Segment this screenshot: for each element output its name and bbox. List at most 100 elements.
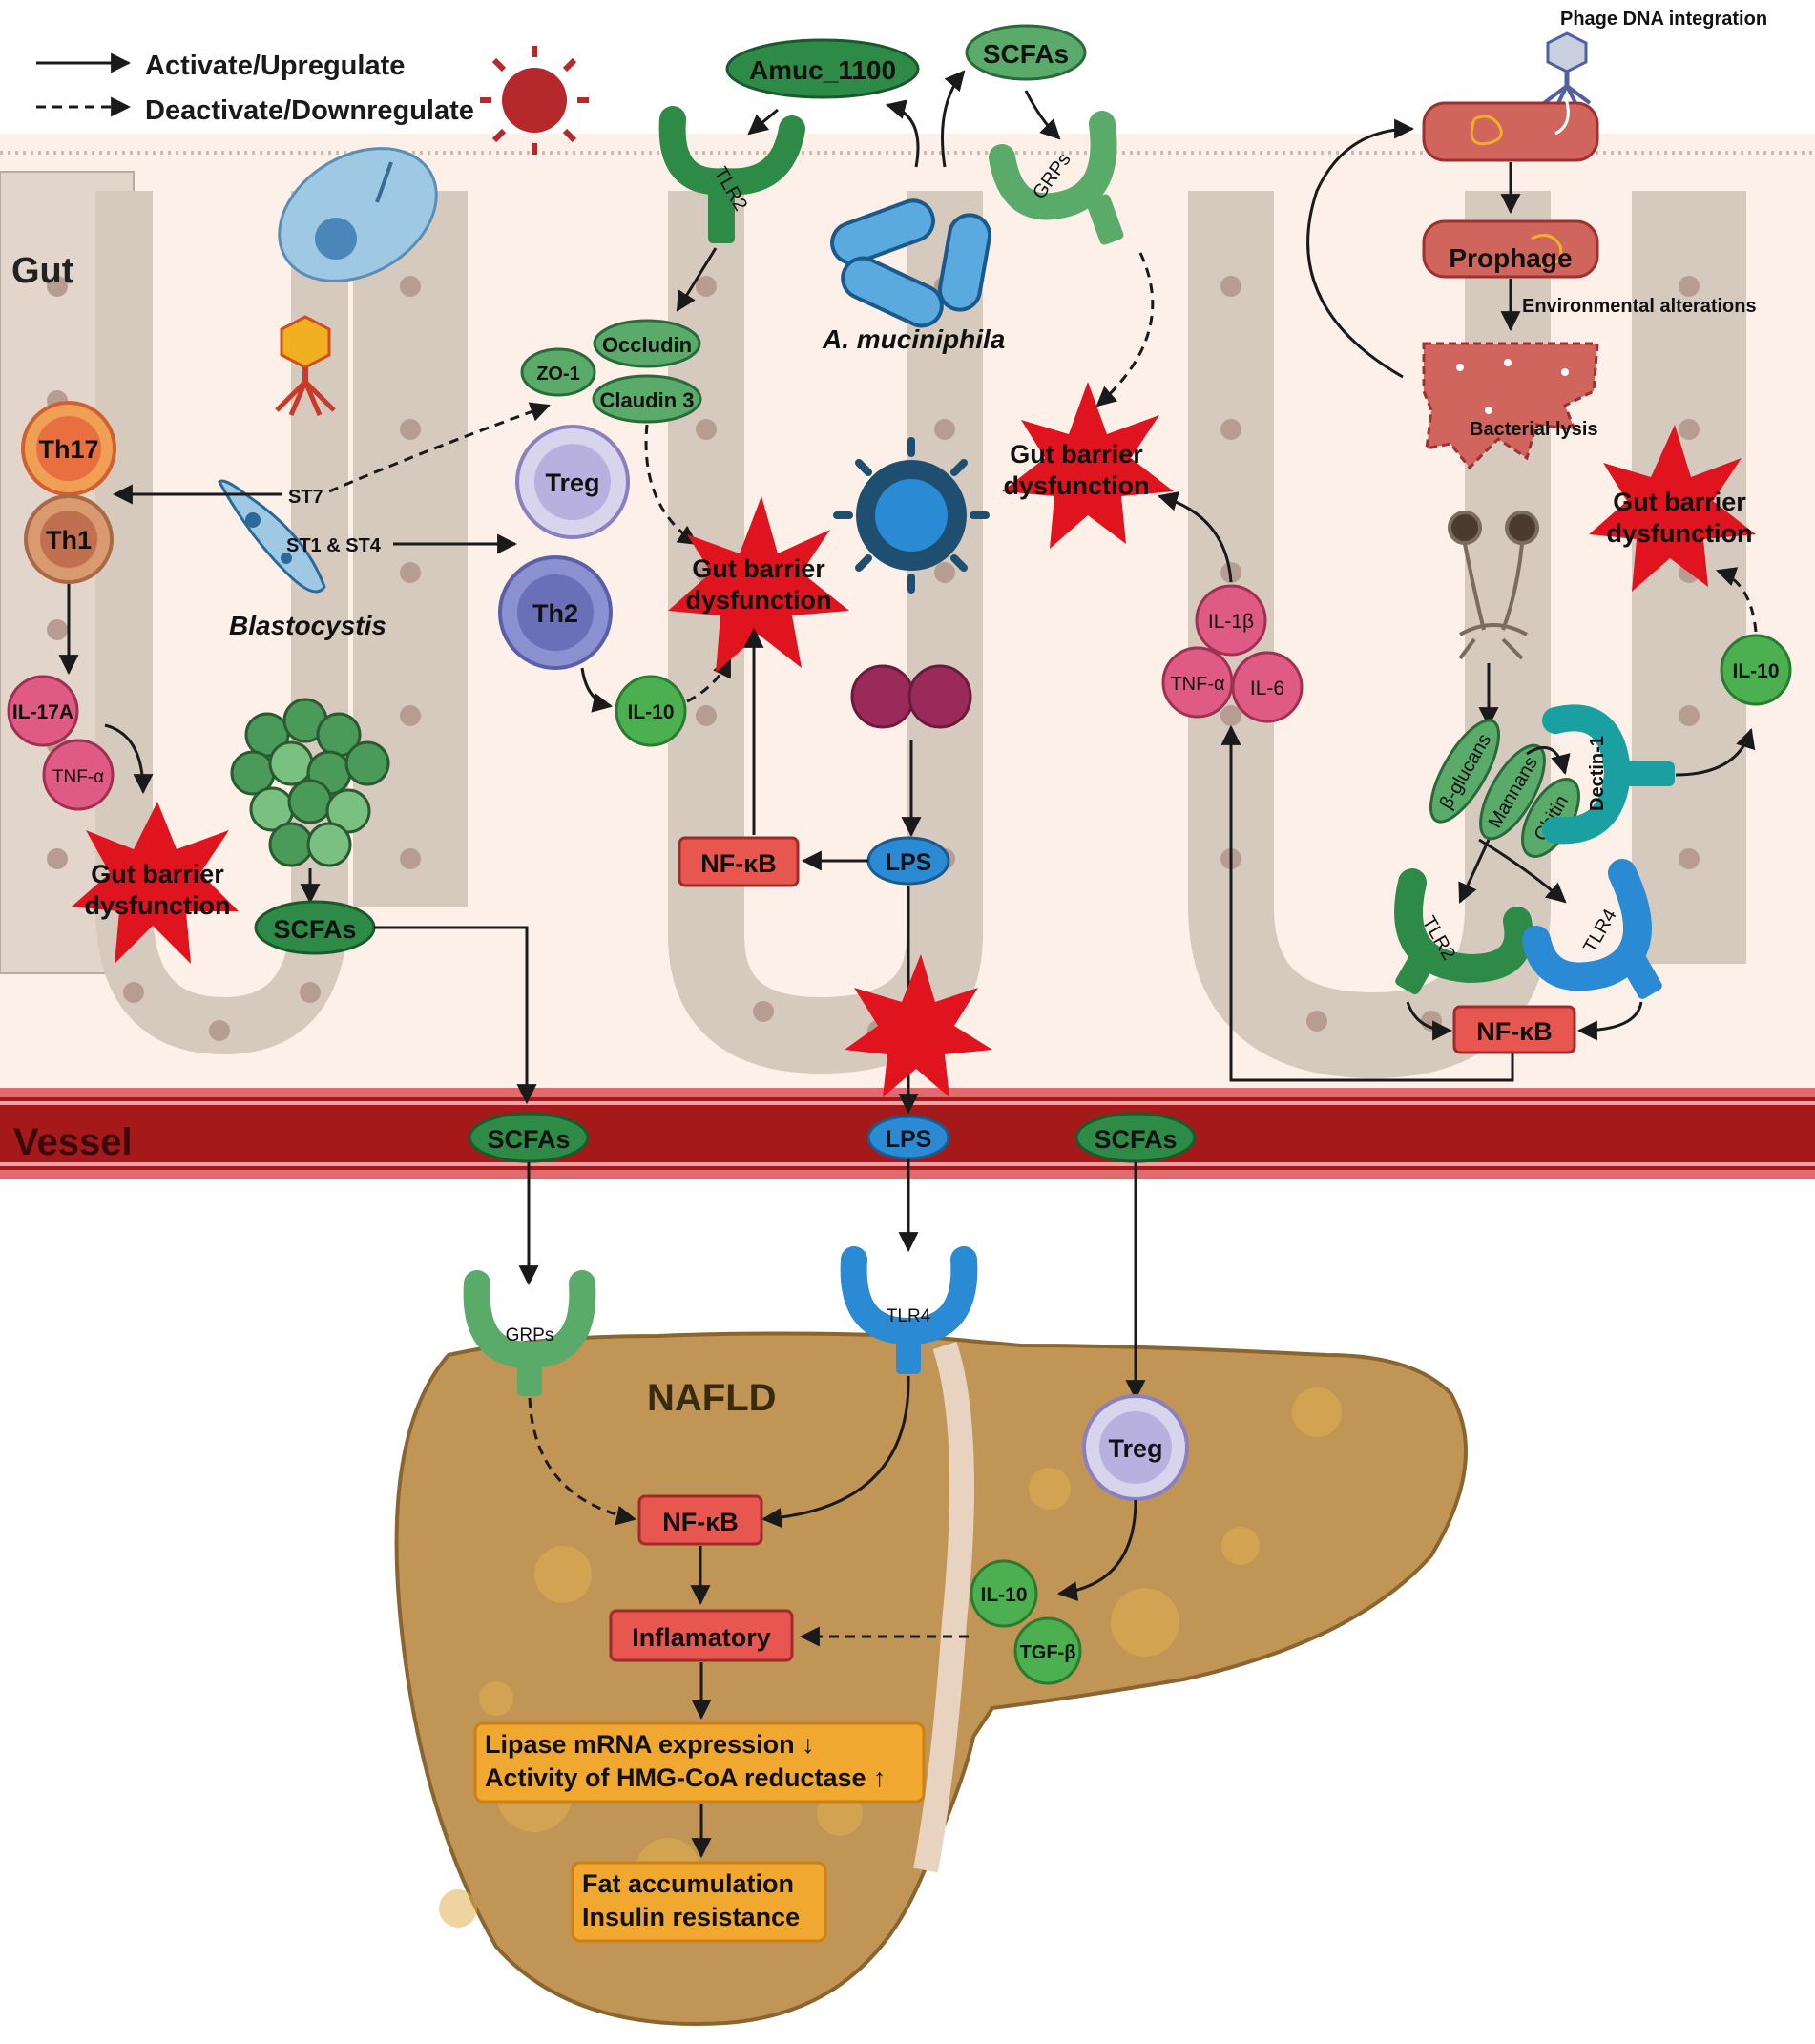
il10-liver-circle: IL-10	[970, 1559, 1038, 1628]
il1b-label: IL-1β	[1208, 611, 1254, 633]
inflammatory-box: Inflamatory	[609, 1609, 794, 1662]
barrier-right-line1: Gut barrier	[1613, 488, 1746, 516]
th17-label: Th17	[38, 435, 98, 464]
tnfa-left-circle: TNF-α	[42, 739, 115, 811]
arrow-cytokines-to-barrier-cr	[1157, 491, 1233, 583]
fungi-icon	[1448, 511, 1539, 660]
arrow-dectin-to-il10	[1675, 727, 1756, 777]
liver	[394, 1331, 1468, 2026]
tnfa-right-circle: TNF-α	[1161, 646, 1234, 719]
claudin3-ellipse: Claudin 3	[592, 374, 702, 424]
legend-deactivate-label: Deactivate/Downregulate	[145, 95, 474, 126]
scfas-top-ellipse: SCFAs	[965, 24, 1087, 81]
nfkb-right-label: NF-κB	[1476, 1017, 1553, 1046]
gut-label: Gut	[11, 251, 74, 291]
arrow-cytokines-to-barrier-left	[104, 723, 154, 795]
occludin-ellipse: Occludin	[593, 319, 701, 368]
dectin1-label: Dectin-1	[1587, 736, 1608, 811]
arrow-claudin-to-barrier	[644, 424, 699, 546]
scfas-vessel-right-label: SCFAs	[1094, 1125, 1177, 1154]
zo1-ellipse: ZO-1	[520, 347, 596, 397]
gut-barrier-burst-left: Gut barrier dysfunction	[72, 802, 239, 964]
il10-right-circle: IL-10	[1720, 634, 1792, 706]
blue-virus-icon	[833, 437, 990, 594]
arrow-tlr2-to-nfkb	[1406, 1001, 1453, 1041]
arrow-scfas-to-vessel	[374, 926, 537, 1105]
lps-gut-label: LPS	[886, 849, 932, 876]
nfkb-right-box: NF-κB	[1452, 1005, 1576, 1054]
phage-top-icon	[1542, 31, 1592, 106]
il10-right-label: IL-10	[1732, 660, 1779, 682]
barrier-left-line1: Gut barrier	[91, 860, 224, 888]
arrow-ligands-to-dectin	[1526, 745, 1571, 776]
lipase-hmg-box: Lipase mRNA expression ↓ Activity of HMG…	[473, 1721, 926, 1804]
th1-label: Th1	[46, 526, 92, 554]
claudin3-label: Claudin 3	[599, 388, 694, 412]
nfkb-gut-box: NF-κB	[678, 836, 800, 887]
treg-liver-cell: Treg	[1082, 1394, 1189, 1501]
arrow-akk-to-amuc	[885, 99, 920, 168]
arrow-ligands-to-tlr2	[1458, 839, 1491, 904]
nfkb-liver-box: NF-κB	[637, 1494, 763, 1546]
occludin-label: Occludin	[602, 333, 692, 357]
arrow-amuc-to-tlr2	[747, 108, 779, 136]
gut-barrier-burst-center-left: Gut barrier dysfunction	[668, 496, 849, 673]
th1-cell: Th1	[24, 494, 114, 584]
th2-label: Th2	[532, 599, 578, 628]
protozoa-cell-icon	[278, 147, 438, 282]
st1-st4-label: ST1 & ST4	[286, 535, 382, 556]
tlr4-receptor-liver: TLR4	[840, 1246, 978, 1374]
amuc-1100-label: Amuc_1100	[749, 55, 896, 85]
nfkb-gut-label: NF-κB	[700, 849, 777, 878]
il10-liver-label: IL-10	[980, 1584, 1027, 1606]
tlr2-receptor-top: TLR2	[658, 106, 805, 243]
bacterium-phage-dna-icon	[1422, 94, 1599, 162]
arrow-akk-to-scfas	[941, 70, 966, 168]
st7-label: ST7	[288, 487, 323, 508]
legend: Activate/Upregulate Deactivate/Downregul…	[36, 51, 474, 126]
akkermansia-label: A. muciniphila	[822, 324, 1005, 354]
tlr4-liver-label: TLR4	[887, 1306, 931, 1326]
il17a-label: IL-17A	[12, 701, 73, 723]
grps-receptor-liver: GRPs	[463, 1270, 596, 1396]
tnfa-left-label: TNF-α	[52, 767, 104, 787]
il17a-circle: IL-17A	[7, 675, 79, 747]
phage-integration-label: Phage DNA integration	[1560, 9, 1767, 30]
tgfb-circle: TGF-β	[1013, 1616, 1082, 1685]
il6-circle: IL-6	[1231, 651, 1304, 723]
scfas-vessel-left-label: SCFAs	[487, 1125, 570, 1154]
bacteriophage-icon	[275, 315, 336, 416]
scfas-gut-label: SCFAs	[273, 915, 356, 944]
prophage-bacterium: Prophage	[1422, 219, 1599, 279]
arrow-grps-to-nfkb-liver	[528, 1397, 637, 1526]
gut-barrier-burst-right: Gut barrier dysfunction	[1589, 425, 1756, 592]
liver-label: NAFLD	[647, 1377, 777, 1419]
il10-gut-circle: IL-10	[615, 675, 687, 747]
barrier-cl-line1: Gut barrier	[692, 554, 825, 583]
scfas-vessel-right: SCFAs	[1074, 1112, 1197, 1163]
prophage-label: Prophage	[1449, 243, 1572, 273]
fat-label: Fat accumulation	[582, 1869, 794, 1898]
amuc-1100-ellipse: Amuc_1100	[725, 38, 920, 99]
env-alterations-label: Environmental alterations	[1522, 296, 1757, 317]
bacterial-lysis-label: Bacterial lysis	[1470, 419, 1598, 440]
barrier-cr-line2: dysfunction	[1004, 471, 1150, 500]
th2-cell: Th2	[498, 555, 613, 670]
arrow-tlr2-to-tight-junction	[676, 247, 718, 312]
arrow-ligands-to-tlr4	[1478, 838, 1567, 904]
arrow-nfkb-to-cytokines	[1220, 724, 1514, 1082]
inflammatory-label: Inflamatory	[632, 1623, 771, 1652]
zo1-label: ZO-1	[536, 364, 580, 385]
barrier-cl-line2: dysfunction	[686, 586, 832, 615]
akkermansia-bacteria-icon	[830, 198, 992, 328]
treg-gut-label: Treg	[545, 469, 599, 497]
hmg-label: Activity of HMG-CoA reductase ↑	[485, 1763, 887, 1792]
arrow-th2-to-il10	[580, 667, 614, 713]
lysed-bacterium-icon	[1422, 342, 1599, 470]
grps-liver-label: GRPs	[506, 1325, 554, 1345]
barrier-cr-line1: Gut barrier	[1010, 440, 1143, 469]
bacteria-cluster-icon	[230, 698, 390, 867]
nfkb-liver-label: NF-κB	[662, 1508, 739, 1536]
vessel-label: Vessel	[13, 1121, 133, 1163]
